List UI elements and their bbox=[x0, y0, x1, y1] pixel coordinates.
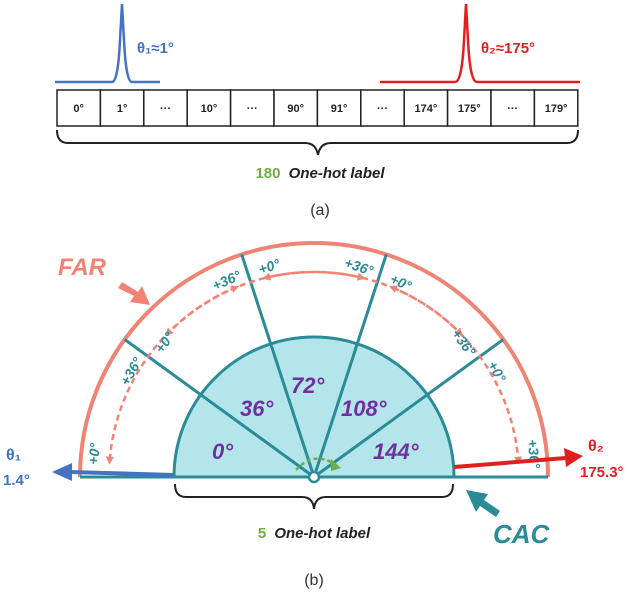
one-hot-cell-label: 0° bbox=[73, 103, 84, 115]
theta1-label-a: θ₁≈1° bbox=[137, 40, 174, 57]
center-dashed-arc bbox=[295, 457, 337, 471]
sector-label-36: 36° bbox=[240, 396, 273, 421]
sector-label-72: 72° bbox=[291, 373, 324, 398]
offset-label-plus36: +36° bbox=[525, 438, 544, 469]
theta2-arrow-shaft bbox=[453, 456, 567, 469]
theta2-peak-curve bbox=[380, 3, 580, 84]
theta1-name-b: θ₁ bbox=[6, 447, 22, 464]
brace-b bbox=[174, 483, 454, 510]
offset-label-plus36: +36° bbox=[210, 267, 244, 294]
one-hot-cell-label: ··· bbox=[507, 103, 518, 115]
one-hot-cell: 0° bbox=[56, 89, 102, 127]
dashed-range-arc bbox=[388, 285, 523, 465]
sector-label-108: 108° bbox=[341, 396, 387, 421]
one-hot-cell-label: 91° bbox=[331, 103, 348, 115]
offset-label-plus36: +36° bbox=[117, 354, 146, 388]
label-text-b: One-hot label bbox=[274, 525, 371, 542]
one-hot-cell-box bbox=[143, 89, 188, 127]
one-hot-cell-box bbox=[490, 89, 536, 127]
one-hot-cell-box bbox=[403, 89, 449, 127]
one-hot-cell: 10° bbox=[186, 89, 232, 127]
center-arc-arrowhead bbox=[331, 459, 341, 471]
theta1-peak-curve bbox=[55, 3, 160, 84]
theta2-label-a: θ₂≈175° bbox=[481, 40, 535, 57]
one-hot-cell: ··· bbox=[360, 89, 405, 127]
count-a: 180 bbox=[255, 165, 280, 182]
theta2-arrowhead bbox=[564, 448, 583, 467]
offset-label-plus0: +0° bbox=[85, 442, 103, 466]
center-point bbox=[307, 470, 321, 484]
label-text-a: One-hot label bbox=[289, 165, 386, 182]
caption-a: (a) bbox=[310, 202, 330, 219]
dashed-range-arcs bbox=[105, 270, 523, 465]
far-pointer-arrow bbox=[118, 282, 150, 305]
one-hot-cell-label: ··· bbox=[160, 103, 171, 115]
one-hot-cell: ··· bbox=[143, 89, 188, 127]
caption-b: (b) bbox=[304, 572, 324, 589]
theta2-value-b: 175.3° bbox=[580, 464, 624, 481]
offset-label-plus0: +0° bbox=[485, 358, 510, 385]
theta1-arrow-shaft bbox=[69, 470, 175, 477]
sector-label-0: 0° bbox=[212, 439, 233, 464]
one-hot-cell: 179° bbox=[533, 89, 579, 127]
label-b: 5 One-hot label bbox=[258, 525, 371, 542]
cac-pointer-arrow bbox=[466, 490, 500, 517]
one-hot-cell-label: ··· bbox=[377, 103, 388, 115]
one-hot-cell: 90° bbox=[273, 89, 319, 127]
one-hot-cell-label: ··· bbox=[247, 103, 258, 115]
one-hot-cell-label: 1° bbox=[117, 103, 128, 115]
one-hot-cell-label: 175° bbox=[458, 103, 481, 115]
one-hot-cell: 175° bbox=[446, 89, 492, 127]
one-hot-cell: ··· bbox=[490, 89, 536, 127]
one-hot-cell-box bbox=[533, 89, 579, 127]
one-hot-cell: ··· bbox=[229, 89, 275, 127]
one-hot-cell-label: 90° bbox=[287, 103, 304, 115]
one-hot-cell-label: 174° bbox=[415, 103, 438, 115]
one-hot-cell: 174° bbox=[403, 89, 449, 127]
far-label: FAR bbox=[58, 254, 107, 281]
label-a: 180 One-hot label bbox=[255, 165, 385, 182]
brace-a bbox=[56, 129, 579, 156]
theta1-arrowhead bbox=[52, 463, 72, 481]
one-hot-cell: 1° bbox=[99, 89, 145, 127]
one-hot-cell-label: 179° bbox=[545, 103, 568, 115]
panel-b: 0° 36° 72° 108° 144° +0°+36°+0°+36°+0°+3… bbox=[3, 241, 624, 589]
offset-label-plus0: +0° bbox=[256, 255, 282, 277]
one-hot-cell: 91° bbox=[316, 89, 362, 127]
one-hot-cell-label: 10° bbox=[201, 103, 218, 115]
offset-label-plus36: +36° bbox=[449, 326, 479, 359]
offset-label-plus0: +0° bbox=[152, 329, 178, 356]
theta2-name-b: θ₂ bbox=[588, 438, 604, 455]
one-hot-cell-box bbox=[446, 89, 492, 127]
count-b: 5 bbox=[258, 525, 266, 542]
one-hot-row-180: 0° 1° ··· 10° ··· 90° 91° ··· 174° 175° ··· 179° bbox=[56, 89, 579, 127]
panel-a: θ₁≈1° θ₂≈175° 0° 1° ··· 10° ··· 90° 91° ··· 174°… bbox=[55, 3, 580, 219]
offset-label-plus0: +0° bbox=[388, 270, 415, 294]
one-hot-cell-box bbox=[99, 89, 145, 127]
cac-label: CAC bbox=[493, 519, 551, 549]
dashed-range-arc bbox=[105, 285, 240, 465]
sector-label-144: 144° bbox=[373, 439, 419, 464]
theta1-value-b: 1.4° bbox=[3, 472, 30, 489]
